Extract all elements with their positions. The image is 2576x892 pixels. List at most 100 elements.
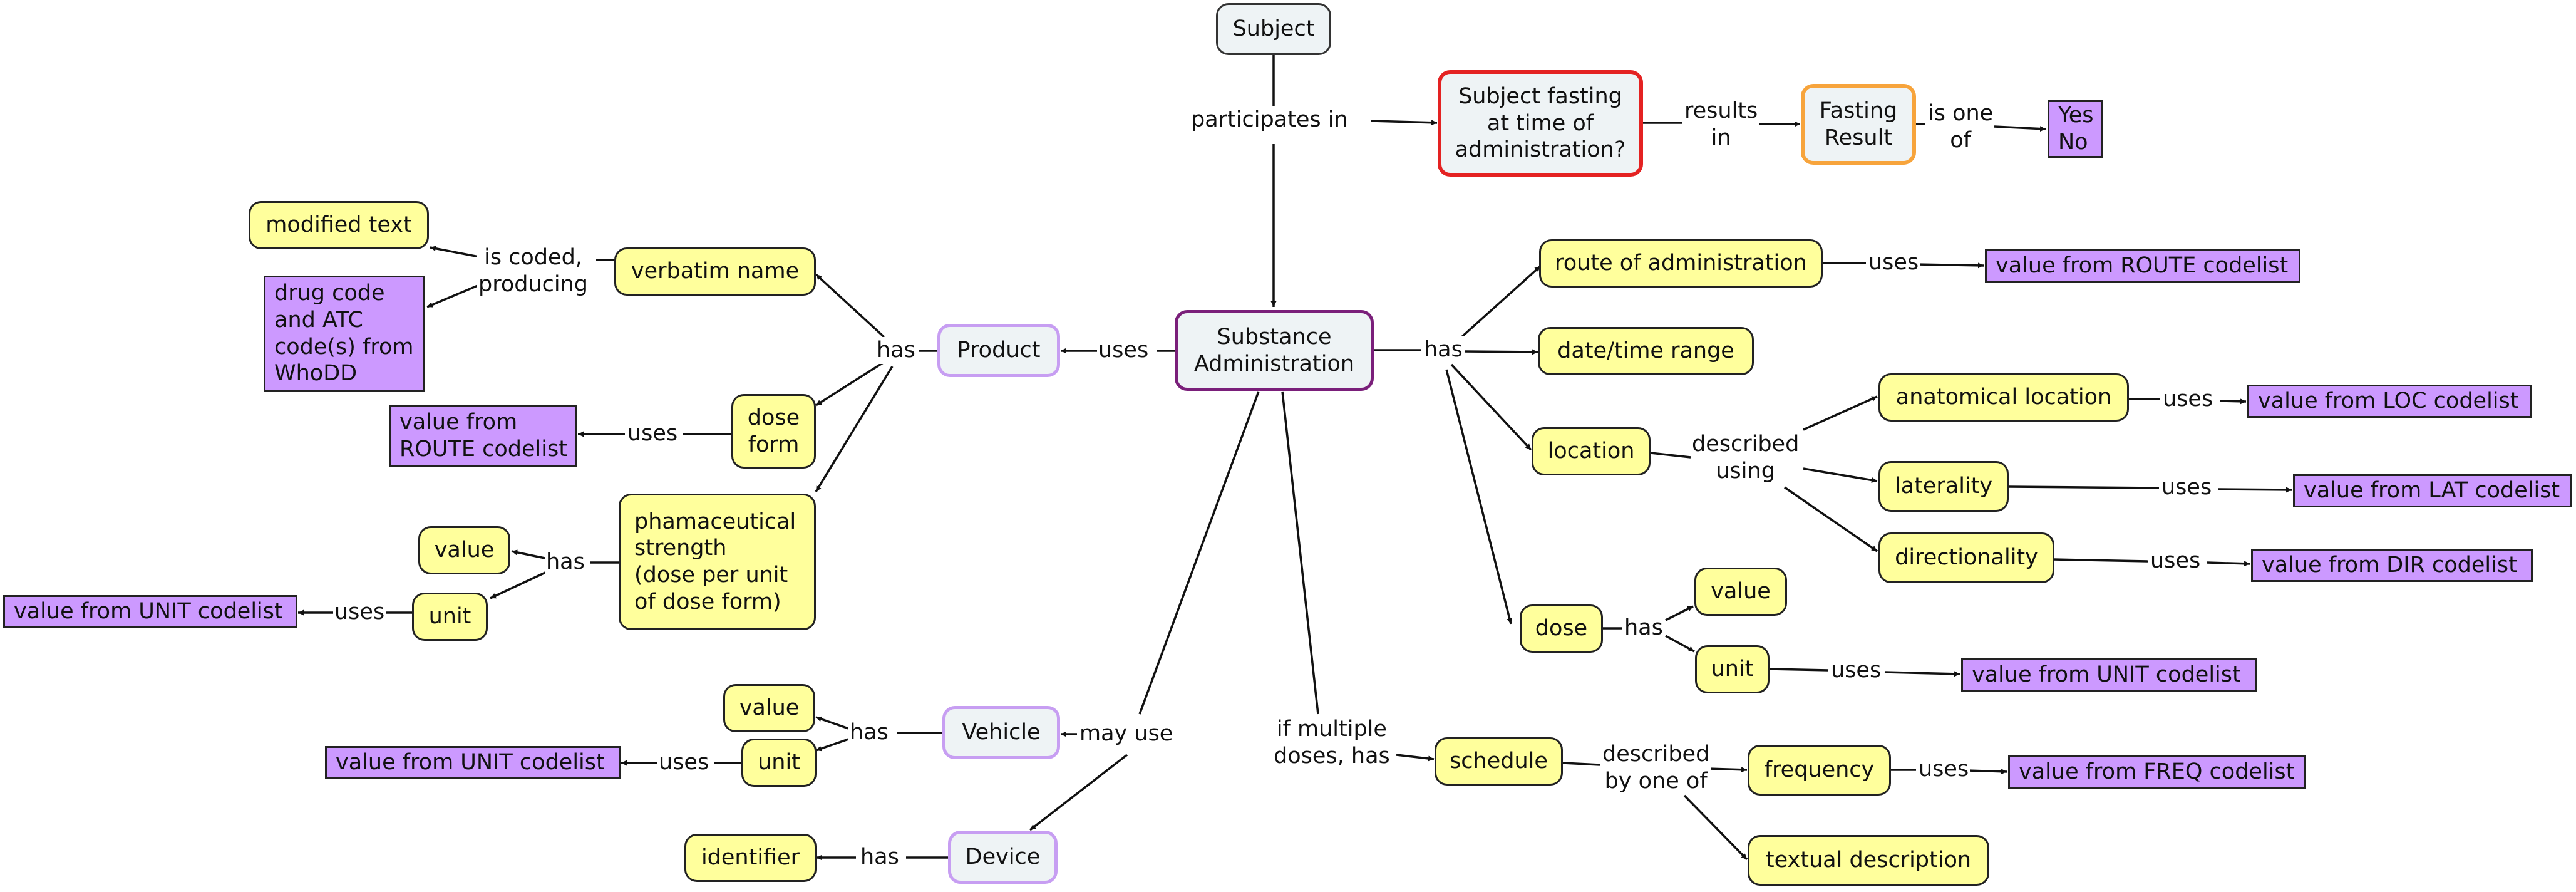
node-route-codelist: value from ROUTE codelist bbox=[1985, 249, 2300, 283]
node-directionality: directionality bbox=[1878, 532, 2054, 583]
link-label-results-in: results in bbox=[1683, 98, 1759, 152]
node-substance-administration: Substance Administration bbox=[1175, 310, 1374, 391]
node-dose-value: value bbox=[1694, 568, 1787, 616]
arrow-has-to-dose-form bbox=[815, 361, 885, 407]
link-label-is-one-of: is one of bbox=[1927, 100, 1995, 154]
connector-directionality-uses bbox=[2053, 558, 2148, 563]
arrow-has-to-pharm-strength bbox=[815, 366, 894, 492]
node-vehicle-unit-codelist: value from UNIT codelist bbox=[325, 746, 621, 779]
node-freq-codelist: value from FREQ codelist bbox=[2008, 755, 2306, 789]
node-location: location bbox=[1532, 427, 1651, 475]
arrow-coded-to-modified-text bbox=[430, 246, 480, 258]
link-label-participates-in: participates in bbox=[1190, 106, 1349, 133]
link-label-uses-loc: uses bbox=[2161, 386, 2215, 413]
node-device: Device bbox=[948, 831, 1058, 884]
arrow-described-to-directionality bbox=[1784, 486, 1878, 552]
arrow-is-one-of-to-yes-no bbox=[1994, 125, 2046, 132]
node-textual-description: textual description bbox=[1748, 835, 1989, 886]
node-strength-unit: unit bbox=[412, 593, 488, 641]
node-dose-unit: unit bbox=[1695, 645, 1770, 693]
node-identifier: identifier bbox=[684, 834, 817, 882]
arrow-uses-to-dose-unit-codelist bbox=[1884, 671, 1960, 677]
node-subject: Subject bbox=[1216, 3, 1331, 55]
link-label-has-product: has bbox=[875, 337, 917, 364]
link-label-may-use: may use bbox=[1078, 720, 1175, 747]
connector-location-described bbox=[1650, 452, 1691, 459]
link-label-if-multiple-doses: if multiple doses, has bbox=[1272, 716, 1391, 770]
arrow-multiple-doses-to-schedule bbox=[1396, 754, 1435, 762]
arrow-described-to-laterality bbox=[1803, 467, 1878, 483]
connector-laterality-uses bbox=[2008, 485, 2160, 489]
node-schedule: schedule bbox=[1435, 737, 1563, 786]
connector-schedule-described bbox=[1562, 762, 1600, 766]
node-dose-unit-codelist: value from UNIT codelist bbox=[1961, 658, 2257, 692]
arrow-has-to-vehicle-unit bbox=[815, 738, 849, 752]
arrow-uses-to-freq-codelist bbox=[1967, 769, 2007, 775]
link-label-uses-dose-form: uses bbox=[626, 420, 679, 447]
node-dose: dose bbox=[1520, 604, 1603, 653]
link-label-uses-lat: uses bbox=[2160, 474, 2213, 501]
node-strength-value: value bbox=[418, 526, 510, 574]
link-label-has-device: has bbox=[859, 844, 900, 871]
link-label-uses-freq: uses bbox=[1917, 756, 1971, 783]
connector-administration-may-use bbox=[1138, 391, 1260, 715]
node-vehicle: Vehicle bbox=[942, 706, 1060, 759]
arrow-uses-to-lat-codelist bbox=[2218, 487, 2292, 493]
arrow-described-to-frequency bbox=[1708, 767, 1748, 773]
link-label-is-coded-producing: is coded, producing bbox=[477, 244, 590, 298]
node-product: Product bbox=[937, 324, 1060, 377]
node-loc-codelist: value from LOC codelist bbox=[2247, 385, 2532, 418]
node-anatomical-location: anatomical location bbox=[1878, 373, 2129, 422]
node-lat-codelist: value from LAT codelist bbox=[2293, 474, 2572, 507]
node-fasting-result: Fasting Result bbox=[1801, 84, 1916, 165]
link-label-has-administration: has bbox=[1423, 336, 1464, 363]
arrow-uses-to-route-codelist-right bbox=[1915, 262, 1984, 269]
node-yes-no: Yes No bbox=[2048, 100, 2103, 158]
arrow-has-to-dose bbox=[1445, 369, 1513, 625]
arrow-has-to-dose-unit bbox=[1665, 635, 1695, 653]
arrow-has-to-location bbox=[1450, 363, 1532, 451]
link-label-has-vehicle: has bbox=[848, 719, 890, 746]
link-label-uses-product: uses bbox=[1097, 337, 1150, 364]
link-label-described-using: described using bbox=[1691, 431, 1801, 485]
arrow-described-to-textual-description bbox=[1683, 794, 1748, 861]
link-label-has-dose: has bbox=[1623, 615, 1664, 641]
arrow-described-to-anatomical-location bbox=[1803, 395, 1878, 431]
connector-dose-unit-uses bbox=[1769, 668, 1829, 672]
link-label-uses-vehicle-unit: uses bbox=[657, 749, 711, 776]
node-pharmaceutical-strength: phamaceutical strength (dose per unit of… bbox=[619, 494, 816, 630]
node-vehicle-value: value bbox=[723, 684, 815, 732]
node-dose-form: dose form bbox=[731, 394, 816, 469]
node-dir-codelist: value from DIR codelist bbox=[2251, 549, 2533, 582]
arrow-uses-to-dir-codelist bbox=[2207, 561, 2250, 567]
arrow-may-use-to-device bbox=[1029, 754, 1128, 831]
arrow-has-to-date-time-range bbox=[1465, 349, 1538, 355]
arrow-coded-to-drug-code bbox=[426, 284, 480, 308]
link-label-described-by-one-of: described by one of bbox=[1601, 741, 1711, 795]
node-verbatim-name: verbatim name bbox=[614, 247, 816, 296]
node-frequency: frequency bbox=[1748, 745, 1891, 796]
link-label-uses-strength-unit: uses bbox=[333, 599, 386, 626]
link-label-uses-dose-unit: uses bbox=[1830, 657, 1883, 684]
link-label-has-strength: has bbox=[545, 549, 586, 576]
arrow-has-to-verbatim-name bbox=[815, 273, 885, 338]
arrow-has-to-vehicle-value bbox=[815, 716, 849, 730]
connector-administration-multiple-doses bbox=[1281, 391, 1319, 715]
node-fasting-question: Subject fasting at time of administratio… bbox=[1438, 70, 1643, 177]
arrow-participates-to-fasting-question bbox=[1371, 120, 1438, 126]
node-route-of-administration: route of administration bbox=[1539, 239, 1823, 288]
node-drug-code: drug code and ATC code(s) from WhoDD bbox=[264, 276, 425, 392]
arrow-has-to-strength-value bbox=[511, 549, 549, 560]
link-label-uses-dir: uses bbox=[2149, 547, 2202, 574]
node-dose-form-route-codelist: value from ROUTE codelist bbox=[389, 405, 577, 467]
node-strength-unit-codelist: value from UNIT codelist bbox=[3, 595, 297, 628]
node-vehicle-unit: unit bbox=[741, 739, 817, 787]
node-date-time-range: date/time range bbox=[1538, 327, 1754, 375]
link-label-uses-route: uses bbox=[1867, 249, 1920, 276]
arrow-has-to-route-of-administration bbox=[1459, 265, 1542, 340]
arrow-has-to-dose-value bbox=[1665, 605, 1694, 621]
arrow-uses-to-loc-codelist bbox=[2219, 398, 2247, 405]
node-laterality: laterality bbox=[1878, 461, 2009, 512]
